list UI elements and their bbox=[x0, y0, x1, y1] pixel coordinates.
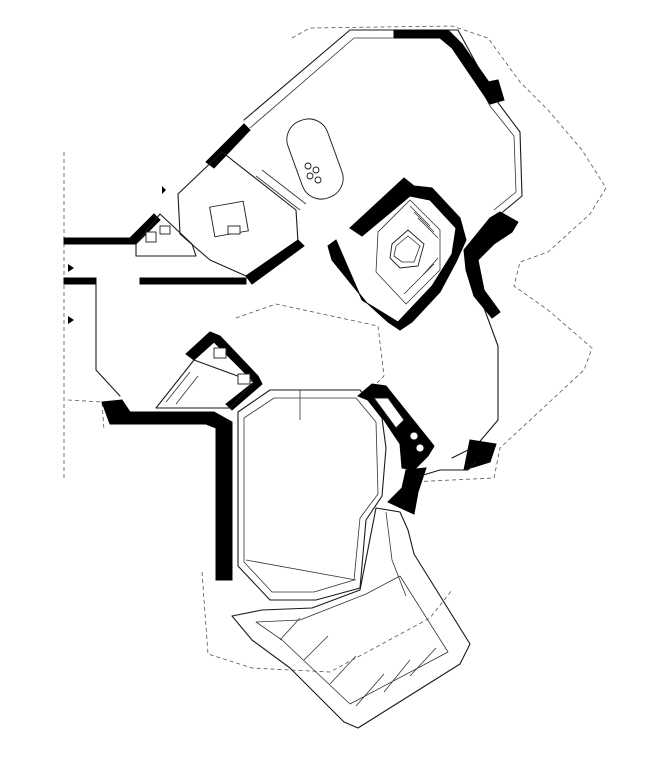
site-boundary-upper bbox=[291, 25, 607, 483]
lower-wall-west bbox=[101, 399, 233, 581]
garage-ramp bbox=[385, 511, 407, 597]
lower-volume-inner bbox=[243, 397, 379, 593]
lower-interior-line bbox=[245, 390, 357, 581]
south-pier bbox=[387, 467, 427, 515]
east-piers bbox=[463, 211, 519, 471]
service-fixture bbox=[373, 397, 405, 429]
lower-volume bbox=[101, 383, 477, 601]
arrow-marker bbox=[68, 264, 74, 272]
site-boundary-lower bbox=[201, 571, 453, 673]
stair-newel-inner bbox=[393, 235, 421, 263]
parking-lines bbox=[279, 617, 437, 707]
west-wall-south bbox=[63, 277, 97, 285]
cooktop-burner bbox=[312, 166, 320, 174]
middle-ramp bbox=[165, 371, 199, 405]
wall-north-east-pier bbox=[477, 79, 505, 105]
stair-treads bbox=[403, 205, 439, 295]
wc-fixture bbox=[145, 231, 157, 243]
bath-outline bbox=[135, 213, 197, 257]
kitchen-island bbox=[286, 118, 344, 200]
garage-outline bbox=[231, 507, 471, 729]
lower-volume-outline bbox=[237, 389, 387, 601]
middle-volume-inner bbox=[155, 359, 255, 409]
south-wing bbox=[231, 507, 471, 729]
kitchen-wall bbox=[245, 239, 305, 285]
cooktop-burner bbox=[314, 176, 322, 184]
middle-fixture bbox=[237, 373, 251, 385]
arrow-marker bbox=[68, 316, 74, 324]
service-fixture-round bbox=[415, 443, 425, 453]
garage-inner bbox=[255, 575, 449, 705]
west-hall-outline bbox=[95, 283, 121, 397]
terrace-outline bbox=[235, 303, 385, 389]
west-wall-north bbox=[63, 213, 161, 245]
upper-volume-inner bbox=[249, 37, 517, 211]
service-fixture-round bbox=[409, 431, 419, 441]
cooktop-burner bbox=[304, 162, 312, 170]
east-pier bbox=[463, 211, 519, 319]
middle-volume bbox=[155, 331, 263, 411]
west-wing bbox=[63, 186, 247, 397]
south-connector bbox=[419, 461, 477, 477]
entry-outline bbox=[67, 399, 105, 431]
kitchen-counter bbox=[255, 169, 307, 211]
kitchen-block bbox=[177, 151, 307, 285]
east-pier-south bbox=[463, 439, 497, 471]
middle-fixture bbox=[213, 347, 227, 359]
corridor-wall bbox=[139, 277, 247, 285]
stair-core-wall bbox=[327, 177, 467, 331]
basin-fixture bbox=[159, 225, 171, 235]
stair-core bbox=[327, 177, 467, 331]
site-outline bbox=[63, 25, 607, 673]
cooktop-burner bbox=[306, 172, 314, 180]
stair-outline bbox=[375, 199, 441, 305]
dining-chair bbox=[227, 225, 241, 235]
north-marker bbox=[162, 186, 166, 194]
